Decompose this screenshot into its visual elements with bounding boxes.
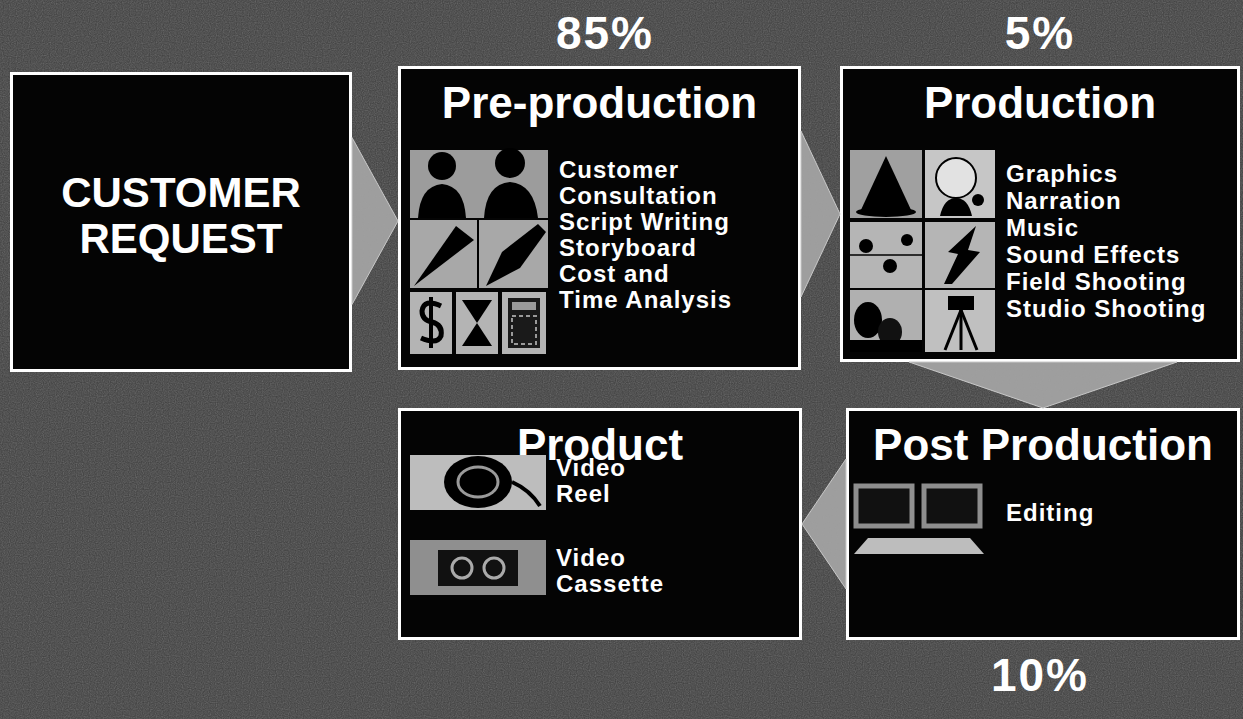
icon-tile (410, 455, 546, 510)
note-head (859, 239, 873, 253)
reel-disc (444, 456, 512, 508)
consultation-icon (410, 148, 548, 218)
person-head (495, 148, 525, 178)
box-item: Field Shooting (1006, 268, 1234, 295)
ground (850, 340, 922, 352)
icon-tile (410, 540, 546, 595)
tree-crown (878, 318, 902, 346)
box-item: Sound Effects (1006, 241, 1234, 268)
box-item: Studio Shooting (1006, 295, 1234, 322)
icon-tile (410, 220, 548, 288)
studio-shooting-icon (925, 290, 995, 352)
tripod-leg (960, 310, 963, 350)
icon-tile (850, 150, 922, 218)
hourglass-bottom (462, 323, 492, 346)
microphone (972, 194, 984, 206)
flow-arrow (801, 131, 840, 297)
dollar-bar (429, 297, 433, 348)
process-box: Post ProductionEditing (846, 408, 1240, 640)
percentage-label: 5% (940, 6, 1140, 60)
tree-crown (854, 302, 882, 338)
box-heading: CUSTOMER REQUEST (13, 170, 349, 262)
staff-line (850, 254, 922, 256)
reel-tape (512, 482, 540, 506)
flow-arrow (352, 138, 398, 305)
person-body (484, 182, 538, 218)
note-head (901, 234, 913, 246)
note-head (883, 259, 897, 273)
field-shooting-icon (850, 290, 922, 352)
writing-icon (410, 220, 548, 288)
icon-tile (502, 292, 546, 354)
pen-shape (486, 224, 546, 286)
cone-base (856, 207, 916, 217)
graphics-icon (850, 150, 922, 218)
icon-tile (850, 290, 922, 352)
box-item: Music (1006, 214, 1234, 241)
calculator-screen (512, 302, 536, 310)
icon-tile (925, 290, 995, 352)
video-reel-icon (410, 455, 546, 510)
lightning-shape (944, 226, 980, 284)
cassette-body (438, 550, 518, 586)
icon-tile (456, 292, 498, 354)
calculator-body (508, 298, 540, 348)
person-body (418, 184, 466, 218)
cassette-spool (484, 558, 504, 578)
box-item: Customer Consultation (559, 157, 735, 209)
cone-shape (860, 156, 912, 212)
box-item: Video Reel (556, 455, 671, 507)
box-heading: Post Production (849, 419, 1237, 471)
connector-group (352, 131, 1177, 589)
monitor (924, 486, 980, 526)
process-box: Pre-productionCustomer ConsultationScrip… (398, 66, 801, 370)
video-cassette-icon (410, 540, 546, 595)
monitor (856, 486, 912, 526)
icon-set (410, 148, 995, 595)
calculator-keys (512, 316, 536, 344)
box-item: Graphics (1006, 160, 1234, 187)
editing-icon (854, 486, 984, 554)
reel-ring (458, 467, 498, 497)
flow-arrow (802, 459, 846, 589)
cassette-spool (452, 558, 472, 578)
music-icon (850, 222, 922, 288)
icon-tile (925, 150, 995, 218)
process-box: CUSTOMER REQUEST (10, 72, 352, 372)
box-heading: Production (843, 77, 1237, 129)
flow-arrow (909, 362, 1177, 408)
tripod-leg (945, 310, 961, 350)
percentage-label: 10% (940, 648, 1140, 702)
box-item: Script Writing (559, 209, 735, 235)
person-head (428, 152, 456, 180)
cost-time-icon (410, 292, 546, 354)
tile-divider (477, 220, 479, 288)
sound-effects-icon (925, 222, 995, 288)
box-item: Narration (1006, 187, 1234, 214)
shoulders (940, 198, 972, 216)
icon-tile (925, 222, 995, 288)
keyboard (854, 538, 984, 554)
narration-icon (925, 150, 995, 218)
tripod-leg (961, 310, 977, 350)
process-box: ProductVideo ReelVideo Cassette (398, 408, 802, 640)
camera-body (948, 296, 974, 310)
dollar-sign (421, 303, 441, 341)
icon-tile (410, 150, 548, 218)
box-item: Editing (1006, 500, 1206, 526)
hourglass-top (462, 300, 492, 323)
head-outline (936, 158, 976, 198)
icon-tile (410, 292, 452, 354)
icon-tile (850, 222, 922, 288)
process-box: ProductionGraphicsNarrationMusicSound Ef… (840, 66, 1240, 362)
box-item: Storyboard (559, 235, 735, 261)
pencil-shape (414, 226, 474, 286)
box-item: Cost and Time Analysis (559, 261, 735, 313)
percentage-label: 85% (505, 6, 705, 60)
box-heading: Pre-production (401, 77, 798, 129)
box-item: Video Cassette (556, 545, 671, 597)
